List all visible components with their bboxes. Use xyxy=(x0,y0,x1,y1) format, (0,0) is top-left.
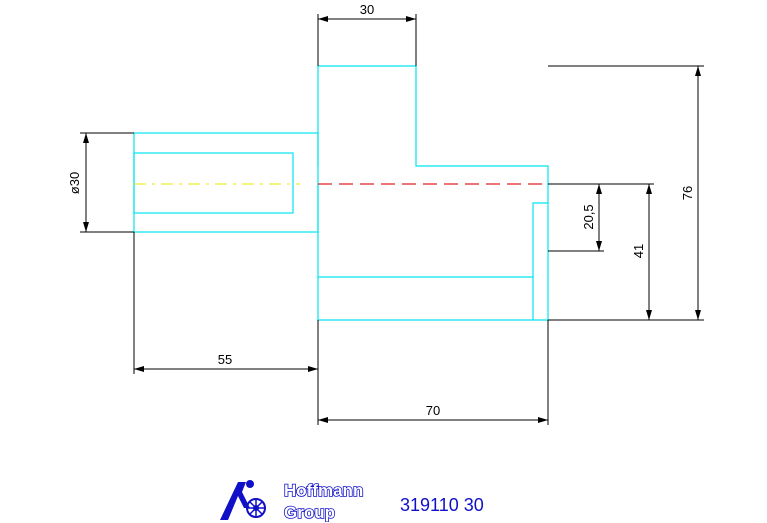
logo-wordmark-line1: Hoffmann xyxy=(284,481,363,500)
body-step xyxy=(532,202,548,320)
dim-label-shaft-length: 55 xyxy=(218,352,232,367)
dimension-top-width: 30 xyxy=(317,2,417,66)
shaft-outline xyxy=(133,132,319,233)
dimension-overall-height: 76 xyxy=(548,65,704,321)
dim-label-body-length: 70 xyxy=(426,403,440,418)
dimension-right-height: 41 xyxy=(548,183,654,320)
dim-label-top-width: 30 xyxy=(360,2,374,17)
body-outline xyxy=(317,65,549,321)
part-number: 319110 30 xyxy=(400,495,484,515)
dim-label-right-height: 41 xyxy=(631,244,646,258)
dimension-body-length: 70 xyxy=(318,320,549,425)
dim-label-overall-height: 76 xyxy=(680,186,695,200)
dimension-shaft-diameter: ø30 xyxy=(67,132,134,233)
shaft-bore xyxy=(133,152,294,214)
logo-wordmark-line2: Group xyxy=(284,503,335,522)
logo-figure-icon xyxy=(220,482,250,520)
dim-label-shaft-diameter: ø30 xyxy=(67,172,82,194)
part-outline xyxy=(133,65,549,321)
hoffmann-group-logo: Hoffmann Group xyxy=(220,480,364,522)
dimension-bore-offset: 20,5 xyxy=(548,184,604,252)
dim-label-bore-offset: 20,5 xyxy=(581,204,596,229)
dimension-shaft-length: 55 xyxy=(133,232,319,425)
